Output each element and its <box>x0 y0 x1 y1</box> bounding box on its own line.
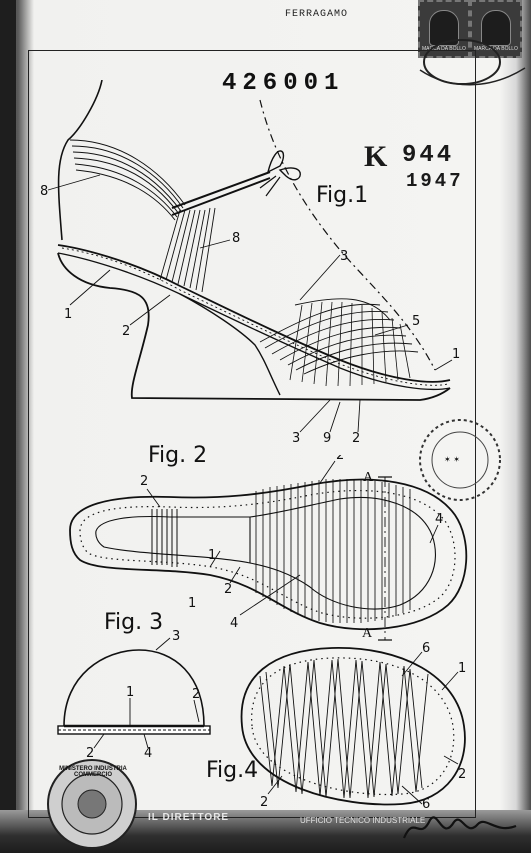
ministry-seal-text: MINISTERO INDUSTRIA COMMERCIO <box>59 766 127 778</box>
svg-text:4: 4 <box>230 616 238 631</box>
fig4-label: Fig.4 <box>206 758 259 783</box>
svg-text:8: 8 <box>40 184 48 199</box>
fig1-label: Fig.1 <box>316 183 369 208</box>
revenue-stamp-2: MARCA DA BOLLO <box>470 0 522 58</box>
svg-text:2: 2 <box>86 746 94 760</box>
fig1-sandal-drawing: 8 8 1 2 3 5 1 3 9 2 <box>40 80 460 446</box>
scan-edge-left <box>0 0 16 853</box>
svg-text:3: 3 <box>292 431 300 446</box>
fig2-sole-drawing: 2 2 1 1 2 4 4 <box>69 455 468 641</box>
svg-text:✶ ✶: ✶ ✶ <box>444 455 460 464</box>
cancellation-mark <box>419 39 526 86</box>
svg-text:3: 3 <box>340 249 348 264</box>
svg-text:2: 2 <box>352 431 360 446</box>
svg-text:6: 6 <box>422 641 430 656</box>
svg-text:1: 1 <box>188 596 196 611</box>
office-label: UFFICIO TECNICO INDUSTRIALE <box>300 816 426 825</box>
applicant-label: FERRAGAMO <box>285 9 349 20</box>
director-label: IL DIRETTORE <box>148 812 230 823</box>
fig4-sole-drawing: 6 1 2 6 2 <box>240 641 466 812</box>
svg-text:2: 2 <box>336 455 344 463</box>
svg-text:2: 2 <box>192 687 200 702</box>
revenue-stamp-1-text: MARCA DA BOLLO <box>422 46 466 52</box>
svg-text:4: 4 <box>435 512 443 527</box>
svg-text:5: 5 <box>412 314 420 329</box>
stamp-prefix: K <box>364 140 388 173</box>
ministry-seal <box>47 759 137 849</box>
svg-text:2: 2 <box>458 767 466 782</box>
stamp-year: 1947 <box>406 170 464 192</box>
fig3-section-drawing: 3 1 2 2 4 <box>57 630 211 760</box>
svg-text:1: 1 <box>458 661 466 676</box>
revenue-stamp-portrait <box>481 10 511 46</box>
svg-text:6: 6 <box>422 797 430 812</box>
svg-text:2: 2 <box>122 324 130 339</box>
fig2-label: Fig. 2 <box>148 443 208 468</box>
section-mark-a-top: A <box>363 470 374 485</box>
section-mark-a-bottom: A <box>362 626 373 641</box>
svg-text:1: 1 <box>452 347 460 362</box>
svg-text:8: 8 <box>232 231 240 246</box>
drawing-frame <box>28 50 476 818</box>
signature <box>402 816 517 839</box>
svg-text:3: 3 <box>172 630 180 644</box>
fig3-label: Fig. 3 <box>104 610 164 635</box>
svg-text:2: 2 <box>140 474 148 489</box>
svg-text:1: 1 <box>208 548 216 563</box>
svg-text:2: 2 <box>224 582 232 597</box>
patent-number: 426001 <box>222 70 345 97</box>
svg-text:1: 1 <box>64 307 72 322</box>
ufficio-seal-right: ✶ ✶ <box>419 419 501 501</box>
svg-text:2: 2 <box>260 795 268 810</box>
stamp-number: 944 <box>402 142 455 169</box>
svg-text:1: 1 <box>126 685 134 700</box>
svg-text:4: 4 <box>144 746 152 760</box>
svg-text:9: 9 <box>323 431 331 446</box>
revenue-stamp-2-text: MARCA DA BOLLO <box>474 46 518 52</box>
